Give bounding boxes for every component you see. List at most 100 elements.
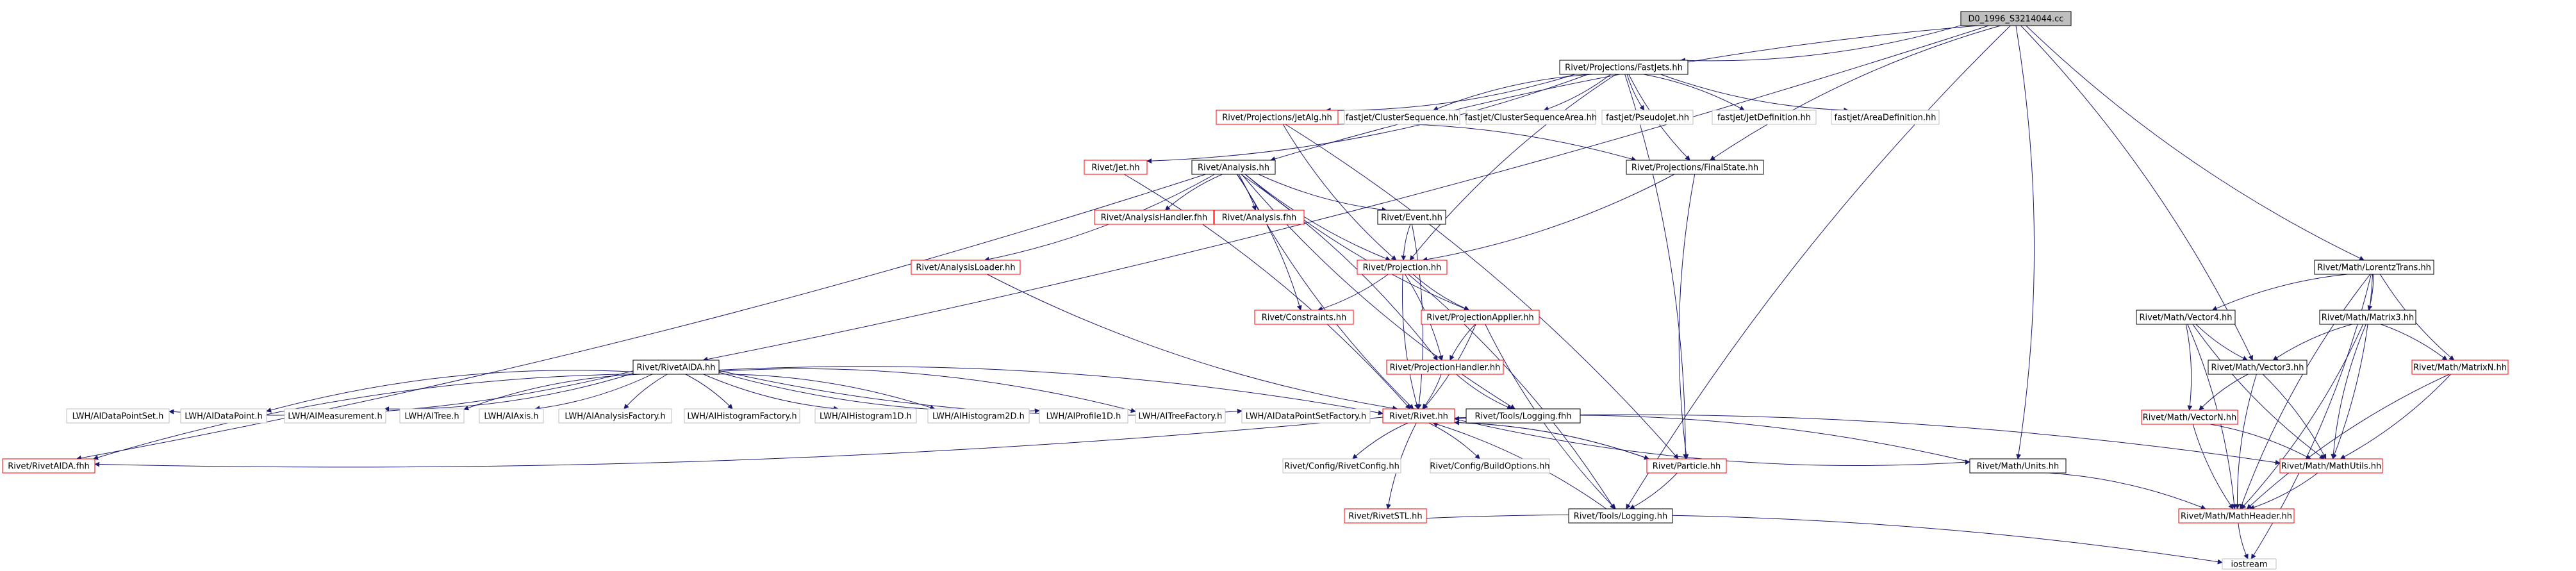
- node-label: Rivet/Math/VectorN.hh: [2143, 413, 2236, 423]
- node-label: Rivet/Rivet.hh: [1389, 412, 1448, 422]
- node-analysisloader[interactable]: Rivet/AnalysisLoader.hh: [911, 260, 1021, 275]
- node-lorentz[interactable]: Rivet/Math/LorentzTrans.hh: [2314, 260, 2434, 275]
- edge-lorentz-to-mathutils: [2332, 274, 2374, 459]
- node-analysisfhh[interactable]: Rivet/Analysis.fhh: [1214, 210, 1305, 225]
- edge-rivetaida-to-lwh_axis: [534, 374, 653, 411]
- node-rivethh[interactable]: Rivet/Rivet.hh: [1382, 408, 1455, 424]
- node-label: Rivet/Config/RivetConfig.hh: [1284, 462, 1399, 472]
- edge-mathheader-to-iostream: [2238, 522, 2249, 559]
- edge-lorentz-to-mathheader: [2239, 274, 2371, 509]
- node-label: fastjet/ClusterSequence.hh: [1346, 113, 1458, 123]
- edge-rivetaida-to-lwh_af: [623, 374, 668, 410]
- node-label: LWH/AIAnalysisFactory.h: [565, 412, 665, 422]
- node-box: [1568, 508, 1673, 524]
- node-label: LWH/AITreeFactory.h: [1139, 412, 1223, 422]
- node-label: Rivet/AnalysisLoader.hh: [916, 263, 1015, 273]
- node-label: Rivet/RivetAIDA.fhh: [8, 462, 90, 472]
- node-jetalg[interactable]: Rivet/Projections/JetAlg.hh: [1216, 110, 1339, 125]
- node-box: [2178, 508, 2295, 524]
- node-vector3[interactable]: Rivet/Math/Vector3.hh: [2208, 360, 2308, 375]
- edge-root-to-mathunits: [2015, 25, 2035, 459]
- edge-analysis-to-event: [1258, 174, 1387, 213]
- node-analysis[interactable]: Rivet/Analysis.hh: [1191, 160, 1276, 175]
- node-projapplier[interactable]: Rivet/ProjectionApplier.hh: [1421, 310, 1540, 325]
- node-analysishandlerfhh[interactable]: Rivet/AnalysisHandler.fhh: [1094, 210, 1214, 225]
- node-jetdef: fastjet/JetDefinition.hh: [1712, 110, 1817, 125]
- node-label: LWH/AIHistogramFactory.h: [687, 412, 797, 422]
- node-mathutils[interactable]: Rivet/Math/MathUtils.hh: [2279, 458, 2383, 474]
- node-jet[interactable]: Rivet/Jet.hh: [1084, 160, 1148, 175]
- node-label: Rivet/RivetAIDA.hh: [636, 363, 715, 373]
- node-finalstate[interactable]: Rivet/Projections/FinalState.hh: [1626, 160, 1764, 175]
- edge-analysisloader-to-rivethh: [987, 274, 1398, 411]
- edge-root-to-fastjets: [1680, 25, 1961, 63]
- node-label: Rivet/Math/MathHeader.hh: [2181, 512, 2292, 522]
- node-projection[interactable]: Rivet/Projection.hh: [1357, 260, 1448, 275]
- node-vectorn[interactable]: Rivet/Math/VectorN.hh: [2141, 410, 2238, 425]
- node-label: Rivet/Math/Units.hh: [1977, 462, 2060, 472]
- edge-fastjets-to-jetalg: [1325, 74, 1575, 113]
- edge-analysis-to-projection: [1245, 174, 1391, 261]
- node-toolslogfhh[interactable]: Rivet/Tools/Logging.fhh: [1466, 408, 1581, 424]
- node-label: Rivet/Math/Matrix3.hh: [2322, 313, 2415, 323]
- edge-fastjets-to-clusterseq: [1433, 74, 1593, 112]
- node-box: [1386, 360, 1504, 375]
- node-box: [1094, 210, 1214, 225]
- node-lwh_p1: LWH/AIProfile1D.h: [1039, 408, 1128, 424]
- node-vector4[interactable]: Rivet/Math/Vector4.hh: [2136, 310, 2236, 325]
- node-box: [1712, 110, 1817, 125]
- node-box: [1357, 260, 1448, 275]
- node-box: [558, 408, 672, 424]
- node-mathheader[interactable]: Rivet/Math/MathHeader.hh: [2178, 508, 2295, 524]
- edge-root-to-toolslog: [1626, 25, 2011, 509]
- node-label: Rivet/Analysis.hh: [1198, 163, 1269, 173]
- node-mathunits[interactable]: Rivet/Math/Units.hh: [1969, 458, 2067, 474]
- edge-rivetaida-to-lwh_dpsf: [718, 370, 1243, 416]
- node-label: Rivet/Math/Vector3.hh: [2211, 363, 2304, 373]
- node-constraints[interactable]: Rivet/Constraints.hh: [1254, 310, 1354, 325]
- node-box: [479, 408, 544, 424]
- node-box: [1831, 110, 1940, 125]
- node-box: [1214, 210, 1305, 225]
- edge-matrix3-to-mathheader: [2240, 324, 2364, 509]
- node-lwh_h1: LWH/AIHistogram1D.h: [814, 408, 917, 424]
- node-rivetaidafhh[interactable]: Rivet/RivetAIDA.fhh: [2, 458, 95, 474]
- node-rivetaida[interactable]: Rivet/RivetAIDA.hh: [632, 360, 720, 375]
- edge-root-to-finalstate: [1710, 25, 2001, 161]
- node-box: [2314, 260, 2434, 275]
- node-label: Rivet/Event.hh: [1381, 213, 1442, 223]
- edge-analysis-to-rivetaidafhh: [76, 174, 1206, 461]
- edge-projapplier-to-projhandler: [1449, 324, 1476, 361]
- node-label: LWH/AIHistogram1D.h: [820, 412, 912, 422]
- node-matrix3[interactable]: Rivet/Math/Matrix3.hh: [2319, 310, 2416, 325]
- node-pseudojet: fastjet/PseudoJet.hh: [1601, 110, 1694, 125]
- node-particle[interactable]: Rivet/Particle.hh: [1646, 458, 1727, 474]
- node-label: Rivet/Tools/Logging.fhh: [1475, 412, 1572, 422]
- node-toolslog[interactable]: Rivet/Tools/Logging.hh: [1568, 508, 1673, 524]
- node-matrixn[interactable]: Rivet/Math/MatrixN.hh: [2411, 360, 2509, 375]
- node-rivetstl[interactable]: Rivet/RivetSTL.hh: [1344, 508, 1427, 524]
- node-fastjets[interactable]: Rivet/Projections/FastJets.hh: [1559, 60, 1688, 75]
- node-box: [1969, 458, 2067, 474]
- edge-root-to-lorentz: [2026, 25, 2365, 261]
- edges-layer: [76, 25, 2455, 565]
- node-box: [2141, 410, 2238, 425]
- node-box: [1377, 210, 1446, 225]
- node-box: [1960, 11, 2072, 26]
- node-root[interactable]: D0_1996_S3214044.cc: [1960, 11, 2072, 26]
- node-lwh_af: LWH/AIAnalysisFactory.h: [558, 408, 672, 424]
- node-projhandler[interactable]: Rivet/ProjectionHandler.hh: [1386, 360, 1504, 375]
- edge-analysis-to-rivethh: [1238, 174, 1414, 410]
- node-box: [1466, 408, 1581, 424]
- node-event[interactable]: Rivet/Event.hh: [1377, 210, 1446, 225]
- node-box: [1191, 160, 1276, 175]
- edge-matrix3-to-vector3: [2272, 324, 2352, 361]
- node-buildoptions: Rivet/Config/BuildOptions.hh: [1430, 458, 1550, 474]
- node-label: Rivet/Projections/FastJets.hh: [1565, 63, 1683, 73]
- node-box: [1382, 408, 1455, 424]
- node-lwh_dp: LWH/AIDataPoint.h: [180, 408, 267, 424]
- node-label: Rivet/Projections/JetAlg.hh: [1222, 113, 1332, 123]
- node-label: Rivet/Math/Vector4.hh: [2139, 313, 2232, 323]
- edge-particle-to-toolslog: [1629, 472, 1678, 509]
- edge-fastjets-to-projection: [1409, 74, 1617, 261]
